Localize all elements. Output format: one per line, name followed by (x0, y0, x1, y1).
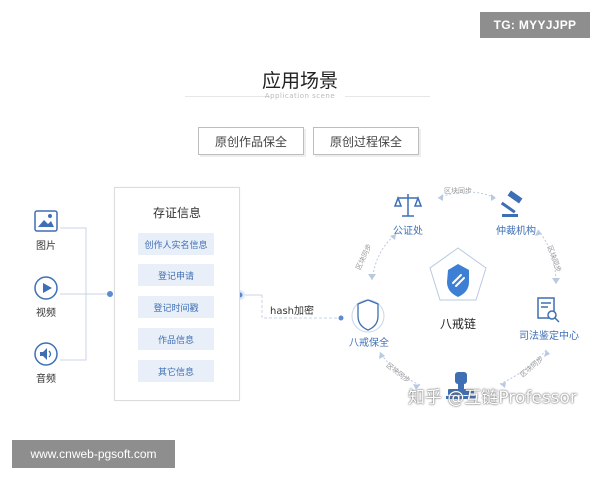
hash-label: hash加密 (270, 306, 315, 317)
credit-watermark: 知乎 @互链Professor (408, 388, 577, 408)
seal-badge-icon (357, 299, 379, 331)
hash-connector-line (261, 295, 340, 319)
speaker-icon (34, 342, 58, 366)
evidence-item-work-info: 作品信息 (138, 328, 214, 350)
node-label-forensic: 司法鉴定中心 (519, 331, 579, 342)
stamp-icon (446, 372, 476, 399)
evidence-item-timestamp: 登记时间戳 (138, 296, 214, 318)
node-label-bajie-baoquan: 八戒保全 (349, 338, 389, 349)
play-icon (34, 276, 58, 300)
seal-badge-ring (351, 299, 385, 333)
node-label-notary: 公证处 (393, 226, 423, 237)
center-label: 八戒链 (439, 317, 476, 331)
media-label-image: 图片 (36, 241, 56, 252)
sync-arc (371, 233, 397, 281)
sync-arc (499, 349, 547, 385)
evidence-item-creator: 创作人实名信息 (138, 233, 214, 255)
media-label-audio: 音频 (36, 374, 56, 385)
page-subtitle: Application scene (264, 92, 336, 100)
gavel-icon (500, 190, 523, 217)
divider (345, 96, 430, 97)
evidence-item-other: 其它信息 (138, 360, 214, 382)
node-label-arbitration: 仲裁机构 (496, 226, 536, 237)
evidence-panel-title: 存证信息 (152, 206, 201, 220)
image-icon (34, 210, 58, 232)
watermark-top: TG: MYYJJPP (480, 12, 590, 38)
tab-original-work[interactable]: 原创作品保全 (198, 127, 304, 155)
watermark-bottom: www.cnweb-pgsoft.com (12, 440, 175, 468)
divider (185, 96, 270, 97)
arc-label-sync: 区块同步 (444, 187, 472, 195)
document-search-icon (537, 297, 560, 323)
hash-end-dot (338, 315, 344, 321)
scales-icon (393, 194, 423, 217)
page-title: 应用场景 (261, 70, 338, 92)
media-connector-dot (107, 291, 113, 297)
tab-original-process[interactable]: 原创过程保全 (313, 127, 419, 155)
evidence-item-registration: 登记申请 (138, 264, 214, 286)
chain-shield-icon (447, 264, 469, 297)
media-label-video: 视频 (36, 308, 56, 319)
